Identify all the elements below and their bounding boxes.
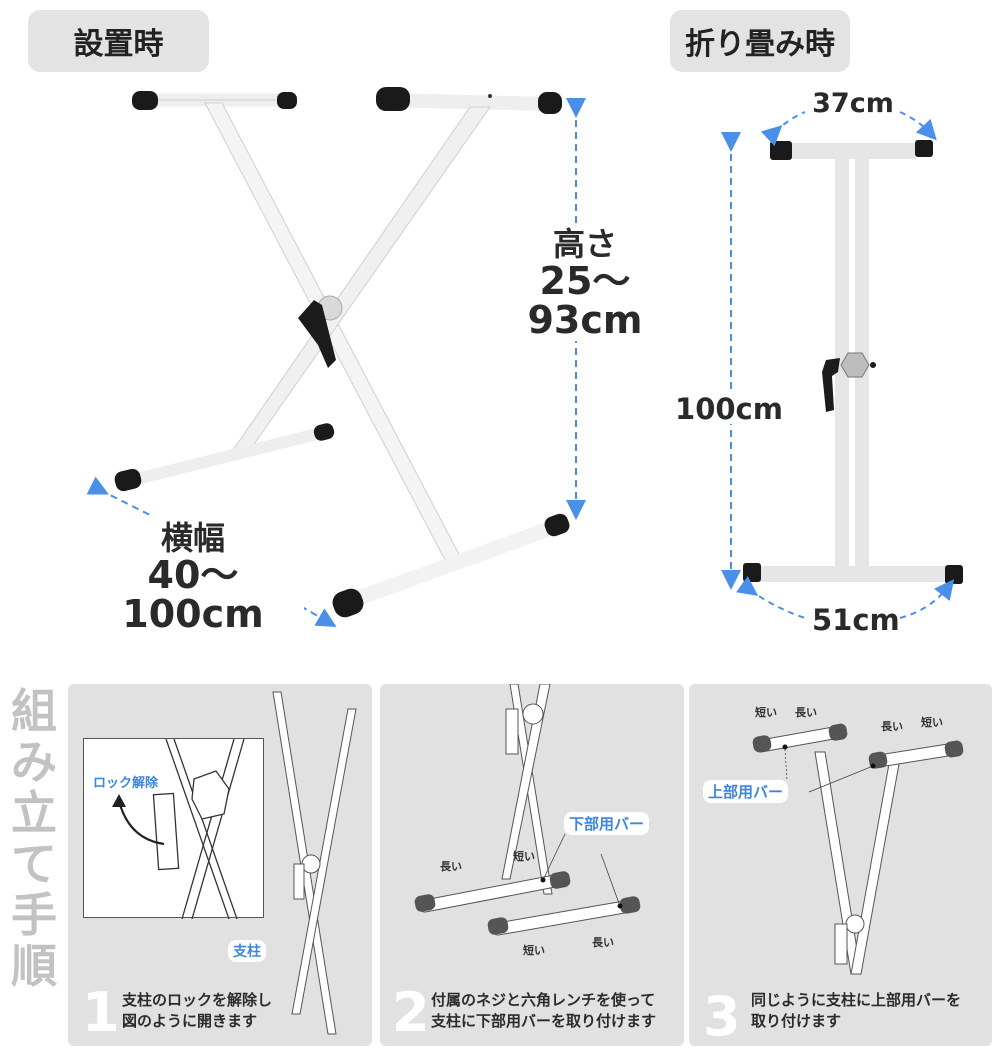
installed-state-tag: 設置時 — [28, 10, 209, 72]
assembly-title: 組 み 立 て 手 順 — [11, 684, 57, 993]
assembly-step-3: 上部用バー 短い 長い 長い 短い 3 同じように支柱に上部用バーを 取り付けま… — [689, 684, 992, 1046]
step-1-text: 支柱のロックを解除し 図のように開きます — [122, 991, 273, 1030]
step-number-1: 1 — [82, 981, 120, 1044]
label-long: 長い — [795, 706, 817, 719]
step-3-text: 同じように支柱に上部用バーを 取り付けます — [751, 991, 962, 1030]
folded-state-tag: 折り畳み時 — [670, 10, 850, 72]
step-number-2: 2 — [392, 981, 430, 1044]
assembly-step-2: 下部用バー 長い 短い 短い 長い 2 付属のネジと六角レンチを使って 支柱に下… — [380, 684, 684, 1046]
width-dimension: 横幅 40〜100cm — [82, 519, 304, 637]
label-long: 長い — [440, 860, 462, 873]
label-long: 長い — [592, 936, 614, 949]
open-stand-diagram-icon — [272, 691, 357, 1035]
lock-release-callout: ロック解除 — [93, 776, 159, 791]
height-value: 25〜93cm — [485, 261, 685, 342]
height-dimension: 高さ 25〜93cm — [485, 225, 685, 342]
step-number-3: 3 — [703, 985, 741, 1046]
lock-release-inset: ロック解除 — [83, 738, 264, 919]
upper-bar-diagram-icon — [752, 723, 964, 975]
lock-detail-icon — [112, 739, 245, 919]
folded-bottom-width: 51cm — [812, 603, 900, 637]
folded-height: 100cm — [674, 392, 784, 426]
folded-top-width: 37cm — [808, 89, 898, 119]
label-short: 短い — [513, 850, 535, 863]
width-label: 横幅 — [160, 519, 225, 557]
assembly-step-1: ロック解除 支柱 1 支柱のロックを解除し 図のように開きます — [68, 684, 372, 1046]
upper-bar-callout: 上部用バー — [703, 780, 789, 803]
step-2-text: 付属のネジと六角レンチを使って 支柱に下部用バーを取り付けます — [431, 991, 657, 1030]
stand-folded-icon — [743, 140, 963, 584]
label-long: 長い — [881, 720, 903, 733]
lower-bar-callout: 下部用バー — [564, 812, 650, 835]
label-short: 短い — [523, 944, 545, 957]
lower-bar-diagram-icon — [414, 684, 641, 936]
label-short: 短い — [755, 706, 777, 719]
label-short: 短い — [921, 716, 943, 729]
height-label: 高さ — [552, 225, 617, 263]
post-callout: 支柱 — [228, 940, 266, 962]
width-value: 40〜100cm — [122, 552, 264, 637]
